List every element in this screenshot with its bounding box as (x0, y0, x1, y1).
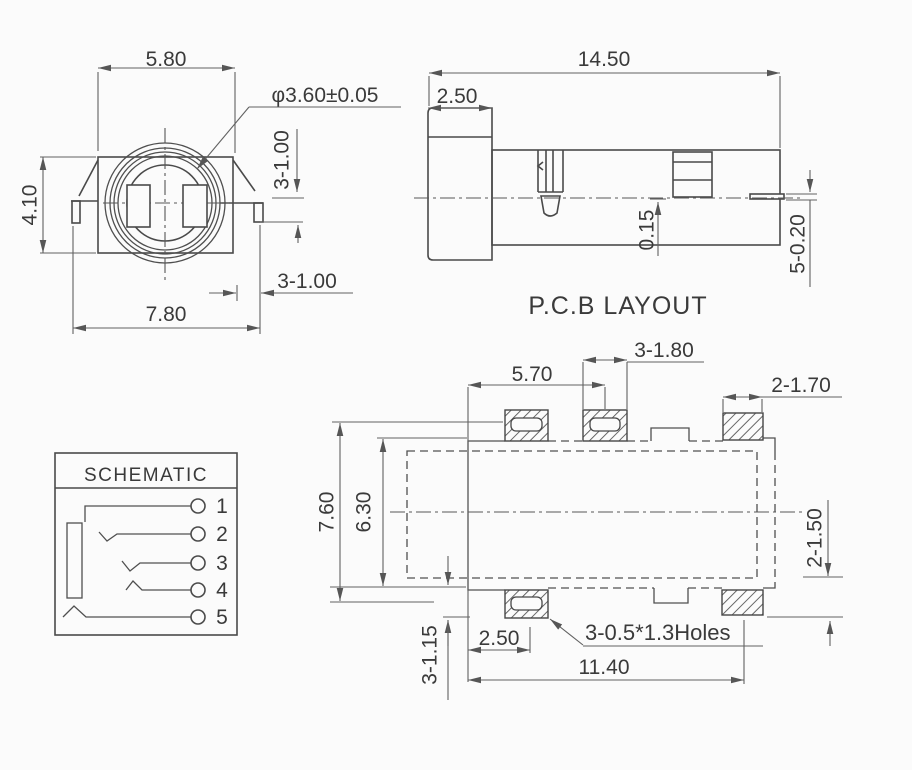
solder-pads (504, 409, 764, 619)
dim-pcb-span: 11.40 (579, 656, 630, 679)
pin-number-1: 1 (216, 495, 228, 518)
terminal-circle-2 (190, 526, 206, 542)
dim-side-pin: 5-0.20 (786, 214, 809, 274)
dim-bore-diameter: φ3.60±0.05 (272, 84, 379, 107)
dim-slot-upper: 3-1.00 (270, 130, 293, 190)
dim-slot-lower: 3-1.00 (277, 270, 337, 293)
front-bezel (427, 107, 493, 261)
schematic-box (54, 452, 238, 636)
dim-pcb-pad-side: 2-1.50 (803, 508, 826, 568)
dim-pcb-body-height: 6.30 (352, 492, 375, 533)
dim-front-width-bottom: 7.80 (146, 303, 187, 326)
side-view-body (427, 107, 785, 261)
top-notch (650, 427, 690, 441)
dim-pcb-overall-height: 7.60 (315, 492, 338, 533)
dim-side-offset: 0.15 (635, 210, 658, 251)
right-contact-window (182, 184, 208, 228)
pin-number-5: 5 (216, 606, 228, 629)
dim-pcb-offset: 2.50 (479, 627, 520, 650)
front-view-centerlines (103, 128, 230, 283)
contact-tip (540, 195, 561, 217)
terminal-circle-3 (190, 555, 206, 571)
sleeve-bar (66, 522, 83, 599)
pad-slot-hole (589, 417, 621, 432)
terminal-circle-4 (190, 582, 206, 598)
pcb-pattern-outline (467, 427, 776, 604)
dim-pcb-pitch: 5.70 (512, 363, 553, 386)
dim-pcb-pad-right: 2-1.70 (771, 374, 831, 397)
pin5-wire (62, 605, 191, 618)
dim-front-height: 4.10 (18, 185, 41, 226)
terminal-circle-5 (190, 609, 206, 625)
note-holes: 3-0.5*1.3Holes (585, 620, 731, 645)
schematic-terminals (190, 498, 206, 625)
bottom-notch (653, 588, 689, 604)
schematic-symbol (62, 505, 191, 618)
pad-slot-hole (510, 417, 543, 432)
terminal-block (672, 151, 713, 198)
pin-number-3: 3 (216, 552, 228, 575)
pad-top-right (722, 412, 764, 441)
pin-number-2: 2 (216, 523, 228, 546)
pad-bottom-right (721, 589, 764, 616)
component-body-dashed (406, 450, 758, 579)
left-flange-diagonal (78, 159, 99, 197)
side-view: 14.50 2.50 0.15 5-0.20 (414, 48, 817, 287)
right-mount-leg (253, 202, 264, 223)
front-view-body (71, 156, 264, 254)
pcb-layout-caption: P.C.B LAYOUT (528, 292, 707, 320)
pad-slot-hole (510, 596, 543, 611)
left-mount-leg (71, 200, 81, 224)
dim-pcb-pad-top: 3-1.80 (634, 339, 694, 362)
dim-front-width-top: 5.80 (146, 48, 187, 71)
right-flange-diagonal (232, 159, 256, 192)
dim-side-length: 14.50 (578, 48, 631, 71)
pin2-wire (98, 531, 191, 542)
dim-side-bezel: 2.50 (437, 85, 478, 108)
pin1-wire (84, 505, 191, 522)
pcb-dimensions (330, 356, 843, 700)
pin-number-4: 4 (216, 579, 228, 602)
front-view: 5.80 4.10 7.80 φ3.60±0.05 3-1.00 3-1.00 (18, 48, 401, 334)
rear-pin (749, 193, 785, 200)
pin3-wire (121, 560, 191, 572)
schematic-view: SCHEMATIC 1 2 3 4 5 (54, 452, 238, 636)
front-view-dimensions (39, 64, 401, 334)
dim-pcb-pad-bottom: 3-1.15 (418, 625, 441, 685)
side-view-dimensions (428, 69, 817, 287)
terminal-circle-1 (190, 498, 206, 514)
pin4-wire (125, 580, 191, 591)
schematic-title: SCHEMATIC (84, 465, 208, 486)
pcb-layout-view: 5.70 3-1.80 2-1.70 7.60 6.30 3-1.15 2.50… (315, 339, 843, 700)
left-contact-window (126, 184, 151, 228)
